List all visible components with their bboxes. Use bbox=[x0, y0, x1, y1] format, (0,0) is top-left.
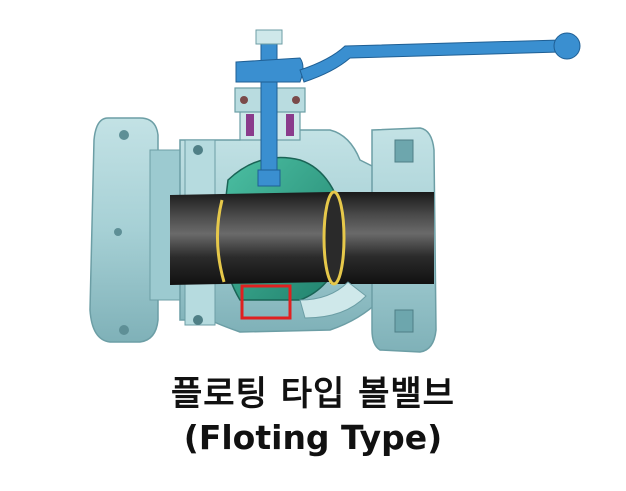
seat-ring bbox=[322, 190, 346, 286]
bolt-icon bbox=[292, 96, 300, 104]
handle bbox=[235, 29, 581, 83]
caption-title-english: (Floting Type) bbox=[183, 418, 443, 457]
left-flange bbox=[89, 117, 181, 343]
seat-ring bbox=[216, 199, 226, 283]
caption-title-korean: 플로팅 타입 볼밸브 bbox=[171, 374, 455, 414]
highlight-box bbox=[240, 284, 292, 320]
bolt-icon bbox=[240, 96, 248, 104]
bolt-icon bbox=[193, 145, 203, 155]
caption: 플로팅 타입 볼밸브 (Floting Type) bbox=[0, 372, 626, 460]
packing bbox=[286, 114, 294, 136]
ball-valve-cutaway-illustration bbox=[89, 29, 581, 353]
handle-knob-icon bbox=[553, 32, 581, 60]
bolt-hole-icon bbox=[119, 325, 129, 335]
stem-tang bbox=[257, 169, 281, 187]
bolt-hole-icon bbox=[119, 130, 129, 140]
stem-nut bbox=[255, 29, 283, 45]
bolt-hole-icon bbox=[114, 228, 122, 236]
bolt-icon bbox=[193, 315, 203, 325]
bore-passage bbox=[170, 190, 434, 286]
packing bbox=[246, 114, 254, 136]
lower-seat bbox=[299, 281, 367, 319]
